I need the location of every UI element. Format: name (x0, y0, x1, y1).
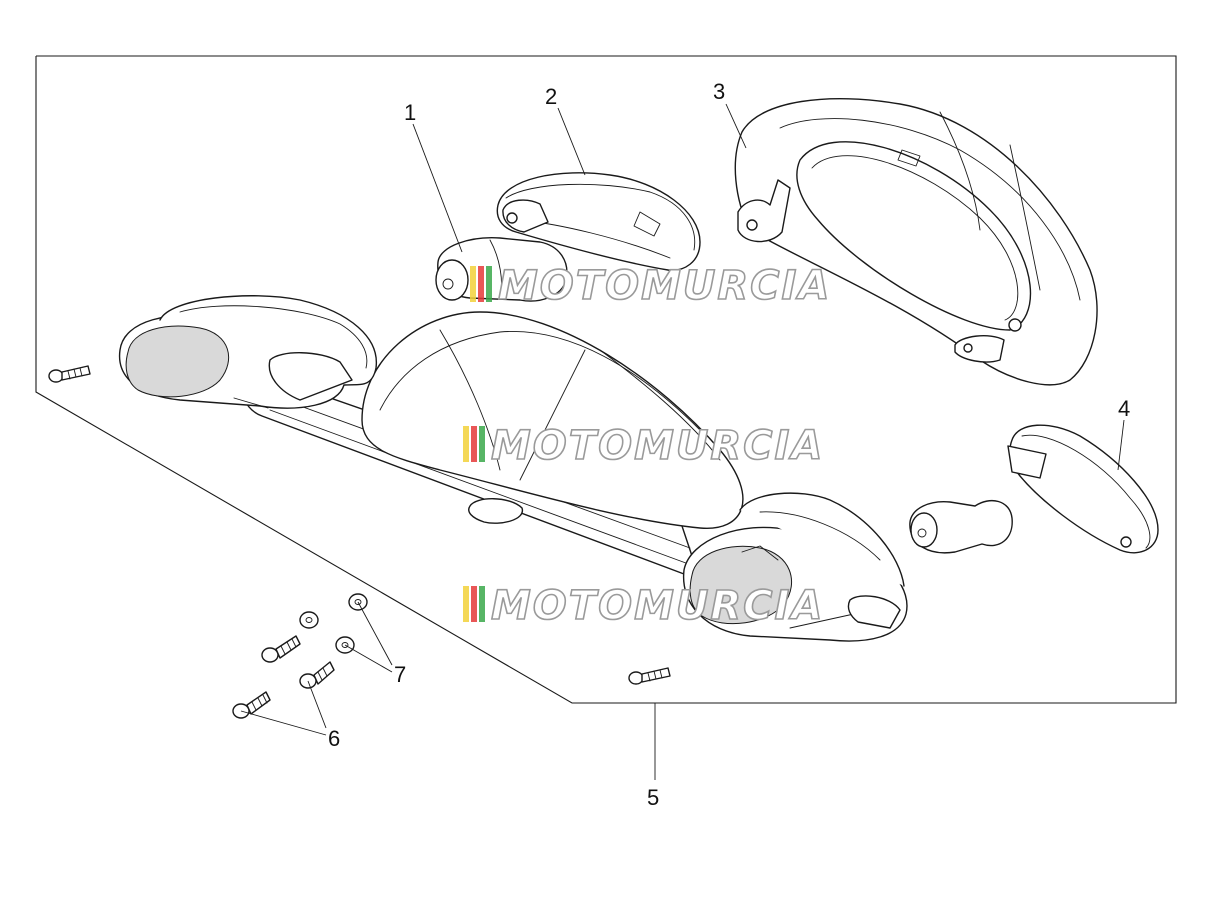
callout-1: 1 (404, 100, 416, 125)
watermark-stripe (479, 426, 485, 462)
part-2-lens (496, 172, 701, 271)
screw-top-left (48, 365, 91, 383)
screw-bottom-center (628, 667, 671, 685)
watermark-stripe (471, 586, 477, 622)
main-indicator-assembly (118, 295, 908, 642)
part-6-screws (232, 635, 335, 719)
watermark-stripe (479, 586, 485, 622)
watermark-logo-2: MOTOMURCIA (463, 422, 824, 470)
watermark-logo-3: MOTOMURCIA (463, 582, 824, 630)
callout-7: 7 (394, 662, 406, 687)
watermark-stripe (463, 426, 469, 462)
watermark-stripe (478, 266, 484, 302)
part-3-lamp-housing (734, 98, 1098, 386)
leader-lines (240, 103, 1125, 780)
part-7-washers (299, 593, 368, 654)
callout-3: 3 (713, 79, 725, 104)
fasteners (48, 365, 671, 719)
watermark-logo-1: MOTOMURCIA (470, 262, 831, 310)
callout-4: 4 (1118, 396, 1130, 421)
watermark-text: MOTOMURCIA (491, 423, 824, 469)
watermark-stripe (471, 426, 477, 462)
watermark-text: MOTOMURCIA (491, 583, 824, 629)
assembly-frame (35, 55, 1177, 704)
watermark-stripe (463, 586, 469, 622)
watermark-stripe (486, 266, 492, 302)
callout-6: 6 (328, 726, 340, 751)
callout-5: 5 (647, 785, 659, 810)
watermark-text: MOTOMURCIA (498, 263, 831, 309)
callout-2: 2 (545, 84, 557, 109)
watermark-stripe (470, 266, 476, 302)
part-4-bulb-and-lens (909, 424, 1159, 554)
